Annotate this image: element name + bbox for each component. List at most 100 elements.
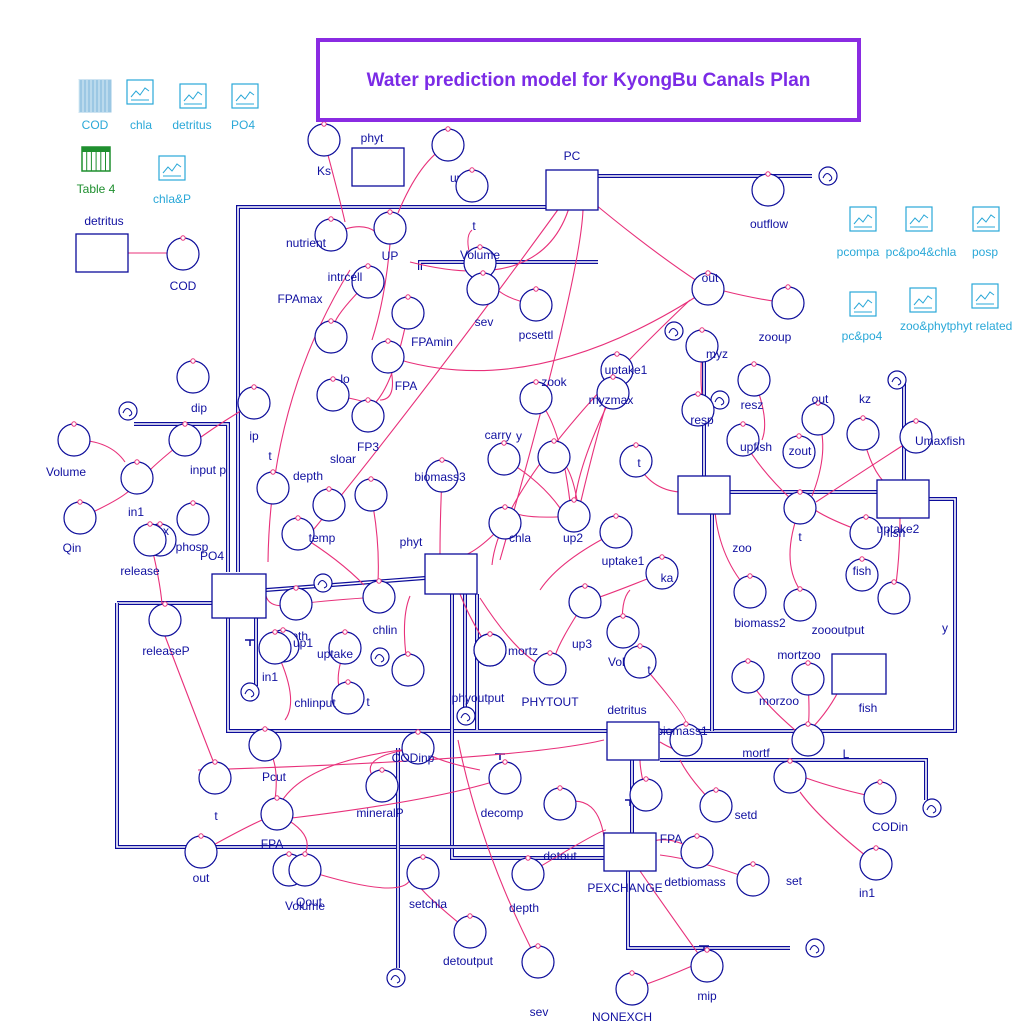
variable-node[interactable]: release [120,521,167,578]
variable-circle[interactable] [453,915,487,949]
variable-node[interactable]: pcsettl [519,286,554,342]
variable-node[interactable]: NONEXCH [592,970,652,1024]
variable-node[interactable]: uptake [317,629,362,665]
variable-circle[interactable] [168,423,202,457]
stock-node[interactable]: PO4 [200,549,267,619]
variable-node[interactable]: biomass1 [656,721,708,757]
variable-circle[interactable] [733,575,767,609]
variable-node[interactable]: biomass2 [733,573,786,630]
variable-circle[interactable] [120,461,154,495]
variable-node[interactable]: fish [845,556,879,592]
variable-circle[interactable] [623,645,657,679]
variable-node[interactable]: t [623,643,657,679]
variable-node[interactable]: nutrient [286,216,348,252]
stock-node[interactable]: detritus [606,703,660,761]
variable-circle[interactable] [466,272,500,306]
variable-node[interactable]: sev [466,270,500,329]
variable-node[interactable]: FPA [629,776,682,846]
variable-node[interactable]: CODin [863,779,908,834]
variable-circle[interactable] [736,863,770,897]
variable-node[interactable]: up2 [557,497,591,545]
variable-circle[interactable] [184,835,218,869]
variable-circle[interactable] [148,603,182,637]
variable-circle[interactable] [568,585,602,619]
stock-box[interactable] [351,147,405,187]
variable-circle[interactable] [488,761,522,795]
variable-node[interactable]: depth [509,855,545,915]
variable-node[interactable]: FPA [260,795,294,851]
table-icon[interactable]: Table 4 [77,146,116,196]
variable-circle[interactable] [256,471,290,505]
variable-node[interactable]: t [366,651,425,709]
variable-circle[interactable] [166,237,200,271]
variable-node[interactable]: zoooutput [783,586,865,637]
variable-node[interactable]: y [877,579,948,635]
variable-circle[interactable] [699,789,733,823]
variable-circle[interactable] [599,515,633,549]
variable-node[interactable]: out [184,833,218,885]
variable-node[interactable]: Umaxfish [899,418,965,454]
variable-circle[interactable] [863,781,897,815]
variable-node[interactable]: sloar [330,452,388,512]
variable-circle[interactable] [846,417,880,451]
graph-icon[interactable]: zoo&phyt [900,287,951,333]
variable-node[interactable]: chlinput [294,679,365,715]
variable-circle[interactable] [629,778,663,812]
variable-circle[interactable] [737,363,771,397]
variable-circle[interactable] [63,501,97,535]
variable-circle[interactable] [783,588,817,622]
variable-node[interactable]: chla [488,504,531,545]
variable-node[interactable]: Volume [285,851,325,913]
variable-node[interactable]: Ks [307,121,341,178]
variable-circle[interactable] [198,761,232,795]
graph-icon[interactable]: pcompa [837,206,880,259]
variable-node[interactable]: COD [166,235,200,293]
variable-node[interactable]: Volume [46,421,91,479]
stock-node[interactable]: phyt [400,535,478,595]
variable-node[interactable]: UP [373,209,407,263]
graph-icon[interactable]: phyt related [950,283,1013,333]
variable-node[interactable]: outflow [750,171,788,231]
variable-node[interactable]: input p [168,421,226,477]
variable-node[interactable]: biomass3 [414,457,466,493]
variable-circle[interactable] [331,681,365,715]
variable-node[interactable]: ip [237,384,271,443]
variable-circle[interactable] [521,945,555,979]
variable-node[interactable]: y [516,429,571,474]
variable-circle[interactable] [455,169,489,203]
variable-circle[interactable] [279,587,313,621]
variable-node[interactable]: detbiomass [664,833,726,889]
variable-node[interactable]: depth [293,469,346,522]
graph-icon[interactable]: chla [126,79,154,132]
variable-circle[interactable] [783,491,817,525]
variable-node[interactable]: out [691,270,725,306]
stock-box[interactable] [603,832,657,872]
variable-node[interactable]: mineralP [356,767,404,820]
variable-circle[interactable] [260,797,294,831]
variable-circle[interactable] [859,847,893,881]
variable-node[interactable]: temp [281,515,336,551]
variable-circle[interactable] [791,723,825,757]
variable-circle[interactable] [237,386,271,420]
stock-box[interactable] [831,653,887,695]
variable-node[interactable]: myzmax [589,374,634,410]
graph-icon[interactable]: pc&po4 [842,291,883,343]
variable-node[interactable]: t [783,489,817,544]
variable-node[interactable]: myz [685,327,728,363]
stock-box[interactable] [545,169,599,211]
variable-node[interactable]: in1 [859,845,893,900]
variable-node[interactable]: t [198,759,232,823]
variable-node[interactable]: zooup [759,284,805,344]
variable-node[interactable]: set [736,861,803,897]
variable-circle[interactable] [690,949,724,983]
variable-circle[interactable] [731,660,765,694]
stock-node[interactable]: PC [545,149,599,211]
variable-node[interactable]: lo [316,372,350,412]
variable-circle[interactable] [751,173,785,207]
stock-node[interactable]: zoo [677,475,752,555]
stock-box[interactable] [876,479,930,519]
variable-circle[interactable] [362,580,396,614]
variable-circle[interactable] [619,444,653,478]
variable-node[interactable]: ka [645,554,679,590]
variable-node[interactable]: morzoo [731,658,799,708]
